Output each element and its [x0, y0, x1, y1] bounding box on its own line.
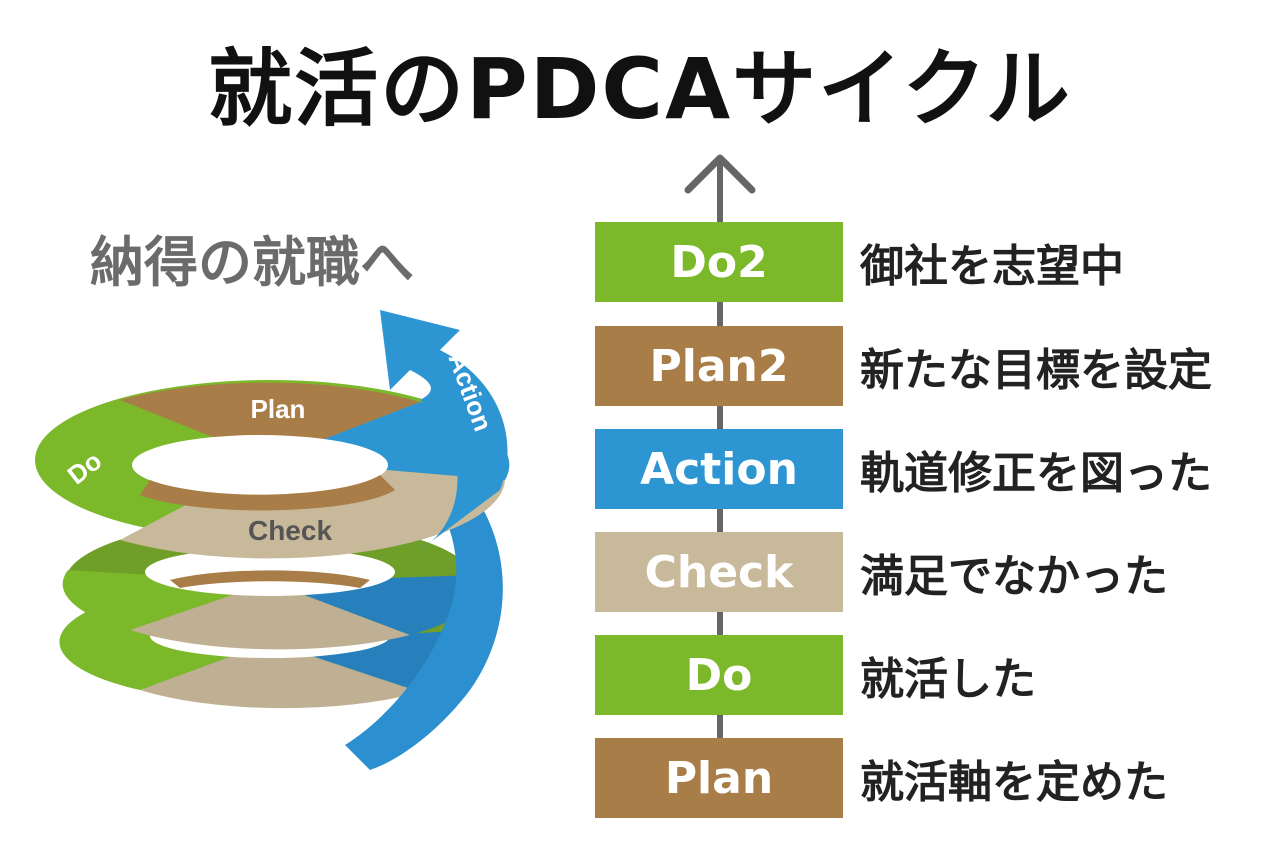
spiral-label-check: Check — [248, 515, 332, 546]
step-plan-description: 就活軸を定めた — [860, 757, 1168, 808]
step-do2-description: 御社を志望中 — [860, 241, 1124, 292]
diagram-subtitle: 納得の就職へ — [90, 231, 414, 294]
step-check: Check — [595, 532, 843, 612]
pdca-spiral-diagram: Plan Do Check Action — [35, 310, 510, 770]
page-title: 就活のPDCAサイクル — [208, 40, 1072, 138]
step-do: Do — [595, 635, 843, 715]
step-do2: Do2 — [595, 222, 843, 302]
step-do-description: 就活した — [860, 654, 1036, 705]
step-action: Action — [595, 429, 843, 509]
step-check-description: 満足でなかった — [860, 551, 1168, 602]
step-action-description: 軌道修正を図った — [860, 448, 1212, 499]
action-arrow — [380, 310, 508, 550]
step-plan: Plan — [595, 738, 843, 818]
spiral-coil-middle — [62, 520, 480, 650]
spiral-coil-top — [35, 380, 510, 559]
step-plan2: Plan2 — [595, 326, 843, 406]
step-plan2-description: 新たな目標を設定 — [860, 345, 1212, 396]
arrow-head-icon — [684, 154, 756, 194]
spiral-label-plan: Plan — [251, 394, 306, 424]
